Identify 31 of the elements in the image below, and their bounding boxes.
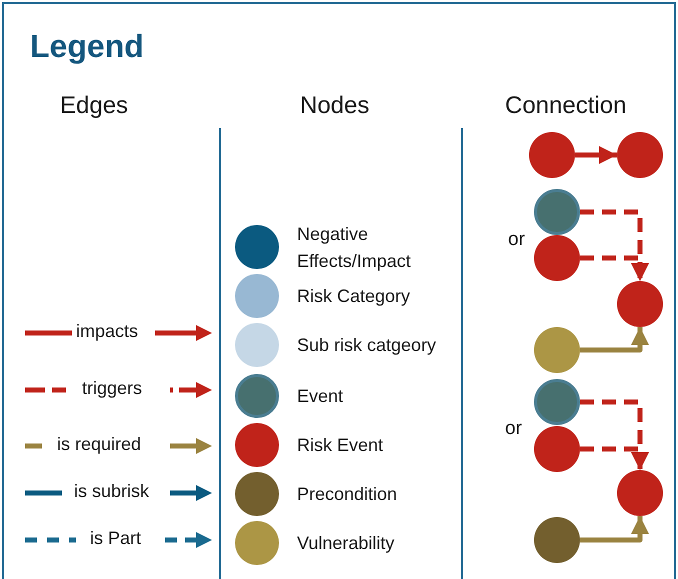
- circle-node: [534, 426, 580, 472]
- column-heading: Edges: [60, 92, 128, 120]
- arrow: [580, 446, 649, 470]
- or-label: or: [505, 418, 522, 440]
- legend-label: Negative Effects/Impact: [297, 223, 412, 273]
- circle-node: [534, 517, 580, 563]
- circle-node: [617, 281, 663, 327]
- or-label: or: [508, 229, 525, 251]
- legend-label: is required: [57, 434, 142, 455]
- legend-title: Legend: [30, 28, 144, 65]
- circle-node: [534, 189, 580, 235]
- circle-node: [534, 327, 580, 373]
- arrow: [580, 256, 649, 281]
- circle-node: [617, 470, 663, 516]
- column-heading: Connection: [505, 92, 626, 120]
- circle-node: [529, 132, 575, 178]
- column-heading: Nodes: [300, 92, 370, 120]
- legend-label: Risk Category: [297, 285, 412, 308]
- legend-label: Vulnerability: [297, 532, 396, 555]
- arrow: [580, 327, 649, 352]
- circle-node: [534, 235, 580, 281]
- arrow: [580, 516, 649, 542]
- circle-node: [534, 379, 580, 425]
- legend-label: Sub risk catgeory: [297, 334, 438, 357]
- legend-label: Event: [297, 385, 344, 408]
- arrow: [575, 146, 617, 164]
- legend-label: triggers: [82, 378, 142, 399]
- legend-label: Precondition: [297, 483, 398, 506]
- circle-node: [617, 132, 663, 178]
- legend-label: Risk Event: [297, 434, 384, 457]
- legend-label: impacts: [76, 321, 138, 342]
